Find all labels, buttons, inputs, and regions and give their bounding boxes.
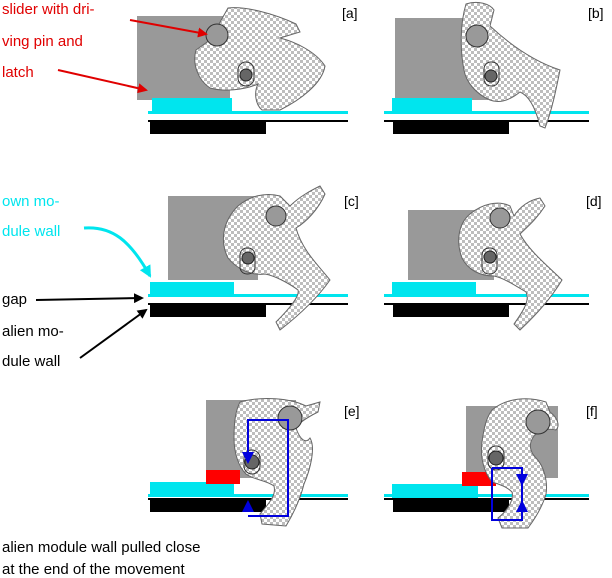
latch-pin (239, 68, 253, 82)
arrow-to-driving-pin (129, 19, 208, 38)
panel-d-id: [d] (586, 193, 602, 209)
latch-pin (483, 250, 497, 264)
arrow-to-own-wall (83, 226, 152, 278)
latch-pin (484, 69, 498, 83)
driving-pin (265, 205, 287, 227)
latch-pin (241, 251, 255, 265)
arrow-to-latch (57, 69, 148, 94)
pin-slot (237, 61, 255, 87)
driving-pin (465, 24, 489, 48)
latch-body (233, 398, 321, 527)
panel-e: [e] (148, 398, 360, 527)
label-own-wall-line1: own mo- (2, 193, 60, 210)
annotations: slider with dri- ving pin and latch own … (2, 1, 208, 578)
gap-line (148, 498, 348, 500)
label-own-wall-line2: dule wall (2, 223, 60, 240)
driving-pin (277, 405, 303, 431)
own-wall-line (384, 494, 589, 497)
alien-wall-block (150, 305, 266, 317)
driving-pin (205, 23, 229, 47)
gap-line (148, 120, 348, 122)
latch-body (460, 1, 561, 129)
motion-arrow-down (516, 474, 528, 486)
footer-line2: at the end of the movement (2, 561, 185, 578)
arrow-to-gap (35, 293, 144, 304)
arrow-to-alien-wall (79, 308, 148, 359)
motion-path (247, 419, 289, 517)
panel-f-id: [f] (586, 403, 598, 419)
own-wall-block (392, 98, 472, 112)
panel-d: [d] (384, 193, 602, 331)
own-wall-block (392, 282, 476, 296)
alien-wall-block (393, 122, 509, 134)
pin-slot (481, 247, 498, 275)
label-gap: gap (2, 291, 27, 308)
gap-line (384, 120, 589, 122)
latch-body (458, 197, 563, 331)
alien-wall-block (150, 500, 266, 512)
own-wall-block (150, 482, 234, 496)
panel-e-id: [e] (344, 403, 360, 419)
panel-b-id: [b] (588, 5, 604, 21)
own-wall-block (392, 484, 478, 498)
panel-b: [b] (384, 1, 604, 134)
motion-path (491, 467, 523, 521)
own-wall-line (384, 111, 589, 114)
alien-wall-block (150, 122, 266, 134)
gap-line (148, 303, 348, 305)
panel-c-id: [c] (344, 193, 359, 209)
footer-line1: alien module wall pulled close (2, 539, 200, 556)
gap-line (384, 498, 589, 500)
alien-wall-block (393, 500, 509, 512)
label-slider-line2: ving pin and (2, 33, 83, 50)
motion-arrow-up (242, 500, 254, 512)
label-alien-wall-line1: alien mo- (2, 323, 64, 340)
motion-arrow-up (516, 500, 528, 512)
pin-slot (243, 449, 261, 475)
panel-f: [f] (384, 398, 598, 529)
label-alien-wall-line2: dule wall (2, 353, 60, 370)
label-latch: latch (2, 64, 34, 81)
stop-block (206, 470, 240, 484)
own-wall-line (148, 294, 348, 297)
panel-c: [c] (148, 185, 359, 331)
pin-slot (483, 61, 500, 87)
own-wall-block (150, 282, 234, 296)
own-wall-line (384, 294, 589, 297)
panel-a: [a] (137, 5, 358, 134)
latch-body (222, 185, 331, 331)
panel-a-id: [a] (342, 5, 358, 21)
own-wall-block (152, 98, 232, 112)
label-slider-line1: slider with dri- (2, 1, 95, 18)
motion-arrow-down (242, 452, 254, 464)
alien-wall-block (393, 305, 509, 317)
driving-pin (525, 409, 551, 435)
own-wall-line (148, 111, 348, 114)
latch-pin (488, 450, 504, 466)
pin-slot (239, 247, 256, 275)
driving-pin (489, 207, 511, 229)
gap-line (384, 303, 589, 305)
own-wall-line (148, 494, 348, 497)
pin-slot (487, 445, 505, 471)
